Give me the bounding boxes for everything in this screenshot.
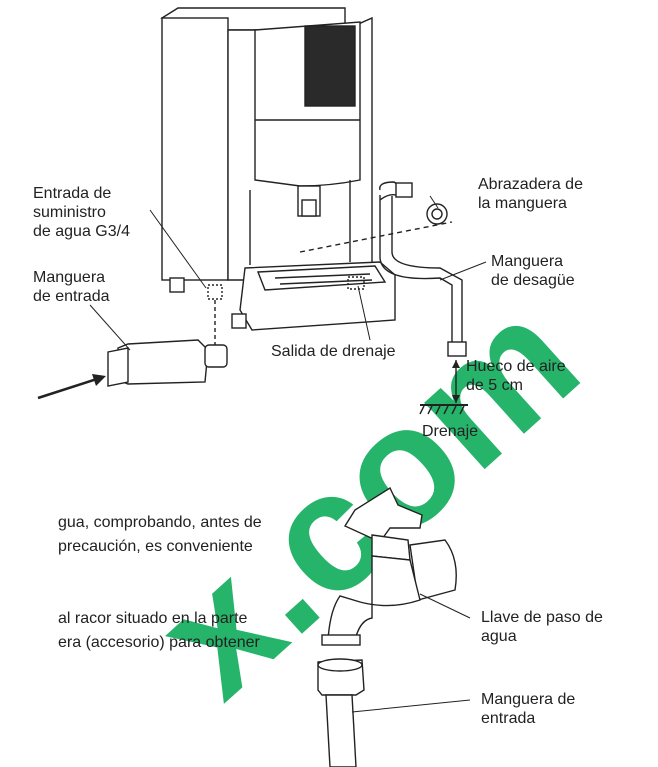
drain-outlet-label: Salida de drenaje: [271, 343, 396, 360]
water-tap-illustration: [321, 486, 457, 646]
inlet-hose-label: Manguera de entrada: [33, 269, 110, 305]
drain-hose-label: Manguera de desagüe: [491, 253, 575, 289]
air-gap-label: Hueco de aire de 5 cm: [466, 358, 566, 394]
inlet-hose-bottom-illustration: [317, 658, 365, 767]
inlet-hose-bottom-label: Manguera de entrada: [481, 691, 576, 727]
ice-dispenser: [160, 7, 396, 345]
body-paragraph-2: al racor situado en la parte era (acceso…: [58, 610, 260, 651]
body-paragraph-1: gua, comprobando, antes de precaución, e…: [58, 514, 262, 555]
water-inlet-label: Entrada de suministro de agua G3/4: [33, 185, 130, 240]
water-tap-label: Llave de paso de agua: [481, 609, 603, 645]
hose-clamp-label: Abrazadera de la manguera: [478, 176, 583, 212]
flow-arrow: [37, 376, 101, 400]
drain-hose-illustration: [299, 181, 467, 357]
dispenser-window: [304, 25, 356, 107]
drain-label: Drenaje: [422, 423, 479, 440]
inlet-hose-illustration: [107, 339, 228, 387]
